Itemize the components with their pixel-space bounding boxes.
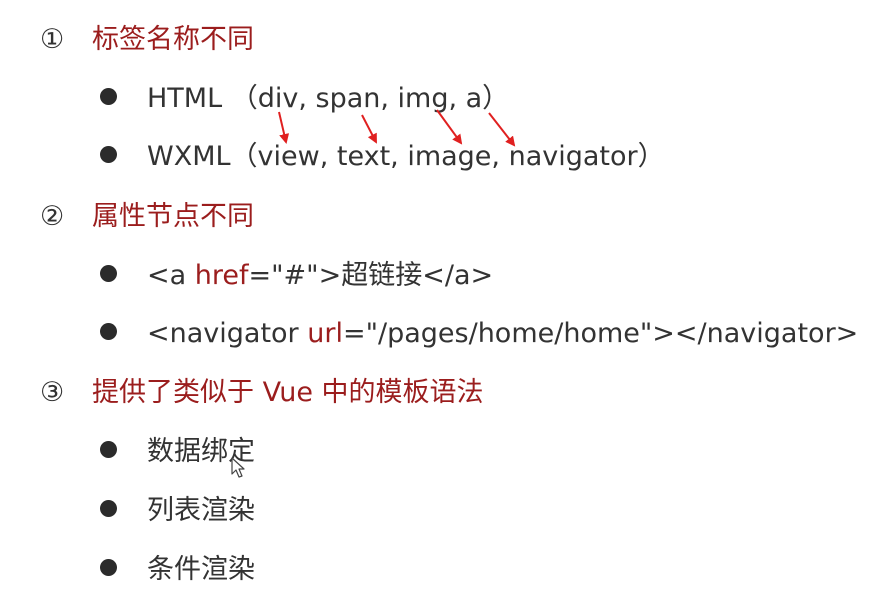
bullet-html-text: HTML （div, span, img, a）: [147, 83, 510, 114]
bullet-navigator-tag: <navigator url="/pages/home/home"></navi…: [100, 320, 858, 347]
heading-2-text: 属性节点不同: [92, 201, 254, 232]
heading-2: ② 属性节点不同: [40, 203, 254, 230]
heading-3-text: 提供了类似于 Vue 中的模板语法: [92, 377, 484, 408]
bullet-a-tag: <a href="#">超链接</a>: [100, 262, 493, 289]
step-number-2: ②: [40, 201, 65, 232]
bullet-dot: [100, 441, 117, 458]
bullet-html: HTML （div, span, img, a）: [100, 85, 509, 112]
step-number-1: ①: [40, 24, 65, 55]
bullet-list-render: 列表渲染: [100, 497, 255, 524]
bullet-wxml: WXML（view, text, image, navigator）: [100, 143, 665, 170]
code-attr-href: href: [194, 260, 249, 291]
bullet-conditional-render-text: 条件渲染: [147, 554, 255, 585]
bullet-dot: [100, 559, 117, 576]
arrow-span-to-text: [361, 114, 377, 144]
bullet-conditional-render: 条件渲染: [100, 556, 255, 583]
mouse-pointer-icon: [231, 457, 245, 478]
bullet-dot: [100, 146, 117, 163]
step-number-3: ③: [40, 377, 65, 408]
heading-3: ③ 提供了类似于 Vue 中的模板语法: [40, 379, 484, 406]
arrow-img-to-image: [436, 109, 463, 145]
bullet-dot: [100, 265, 117, 282]
code-nav-pre: <navigator: [147, 318, 308, 349]
bullet-wxml-text: WXML（view, text, image, navigator）: [147, 141, 665, 172]
heading-1: ① 标签名称不同: [40, 26, 254, 53]
bullet-data-binding-text: 数据绑定: [147, 436, 255, 467]
heading-1-text: 标签名称不同: [92, 24, 254, 55]
bullet-dot: [100, 323, 117, 340]
code-attr-url: url: [307, 318, 343, 349]
code-nav-post: ="/pages/home/home"></navigator>: [342, 318, 859, 349]
bullet-dot: [100, 500, 117, 517]
arrow-div-to-view: [278, 111, 290, 144]
code-a-post: ="#">超链接</a>: [248, 260, 494, 291]
bullet-dot: [100, 88, 117, 105]
bullet-list-render-text: 列表渲染: [147, 495, 255, 526]
bullet-data-binding: 数据绑定: [100, 438, 255, 465]
code-a-pre: <a: [147, 260, 195, 291]
